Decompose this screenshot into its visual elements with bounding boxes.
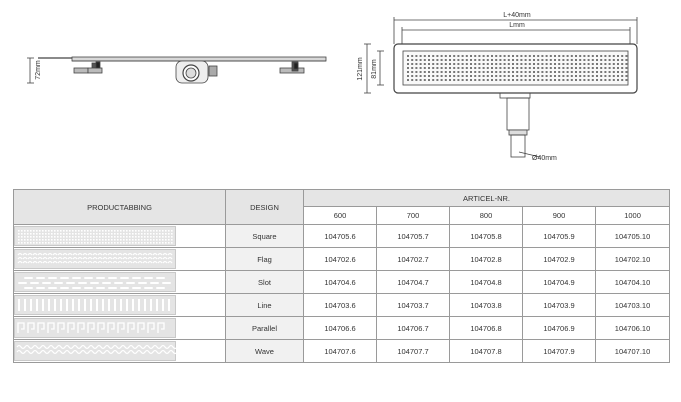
dim-length: Lmm — [509, 22, 525, 29]
article-number: 104706.7 — [376, 316, 450, 340]
article-number: 104705.6 — [303, 224, 377, 248]
product-image-cell — [13, 224, 226, 248]
design-name: Parallel — [225, 316, 304, 340]
article-table: PRODUCTABBING DESIGN ARTICEL-NR. 600 700… — [13, 189, 671, 363]
article-number: 104704.9 — [522, 270, 596, 294]
header-size: 700 — [376, 206, 450, 225]
product-image-cell — [13, 270, 226, 294]
design-name: Wave — [225, 339, 304, 363]
article-number: 104707.7 — [376, 339, 450, 363]
article-number: 104706.8 — [449, 316, 523, 340]
dim-height-outer: 121mm — [357, 57, 364, 81]
article-number: 104704.8 — [449, 270, 523, 294]
square-grate-pattern — [14, 226, 176, 246]
header-size: 900 — [522, 206, 596, 225]
dim-total-length: L+40mm — [503, 12, 531, 19]
top-view-perforation — [407, 55, 628, 81]
article-number: 104707.10 — [594, 339, 671, 363]
header-size: 1000 — [594, 206, 671, 225]
line-grate-pattern — [14, 295, 176, 315]
product-image-cell — [13, 293, 226, 317]
slot-grate-pattern — [14, 272, 176, 292]
design-name: Slot — [225, 270, 304, 294]
parallel-grate-pattern — [14, 318, 176, 338]
article-number: 104705.9 — [522, 224, 596, 248]
header-size: 600 — [303, 206, 377, 225]
article-number: 104707.9 — [522, 339, 596, 363]
product-image-cell — [13, 316, 226, 340]
design-name: Flag — [225, 247, 304, 271]
article-number: 104702.10 — [594, 247, 671, 271]
design-name: Square — [225, 224, 304, 248]
article-number: 104705.8 — [449, 224, 523, 248]
article-number: 104704.6 — [303, 270, 377, 294]
article-number: 104703.10 — [594, 293, 671, 317]
top-view-drawing — [364, 17, 638, 158]
technical-drawings: 72mm L+40mm Lmm 121mm 81mm Ø40mm — [27, 12, 638, 162]
article-number: 104704.7 — [376, 270, 450, 294]
article-number: 104703.7 — [376, 293, 450, 317]
article-number: 104705.10 — [594, 224, 671, 248]
article-number: 104706.10 — [594, 316, 671, 340]
dim-height-inner: 81mm — [371, 59, 378, 79]
header-design: DESIGN — [225, 189, 304, 225]
article-number: 104702.8 — [449, 247, 523, 271]
design-name: Line — [225, 293, 304, 317]
header-size: 800 — [449, 206, 523, 225]
side-view-drawing — [27, 56, 327, 84]
flag-grate-pattern — [14, 249, 176, 269]
header-article: ARTICEL-NR. — [302, 189, 671, 207]
article-number: 104707.6 — [303, 339, 377, 363]
article-number: 104703.9 — [522, 293, 596, 317]
product-image-cell — [13, 247, 226, 271]
product-image-cell — [13, 339, 226, 363]
article-number: 104706.9 — [522, 316, 596, 340]
article-number: 104703.6 — [303, 293, 377, 317]
article-number: 104705.7 — [376, 224, 450, 248]
dim-height-left: 72mm — [35, 60, 42, 80]
article-number: 104702.7 — [376, 247, 450, 271]
article-number: 104702.6 — [303, 247, 377, 271]
header-product: PRODUCTABBING — [13, 189, 226, 225]
article-number: 104704.10 — [594, 270, 671, 294]
dim-outlet-diameter: Ø40mm — [532, 155, 557, 162]
article-number: 104707.8 — [449, 339, 523, 363]
article-number: 104703.8 — [449, 293, 523, 317]
wave-grate-pattern — [14, 341, 176, 361]
article-number: 104706.6 — [303, 316, 377, 340]
article-number: 104702.9 — [522, 247, 596, 271]
